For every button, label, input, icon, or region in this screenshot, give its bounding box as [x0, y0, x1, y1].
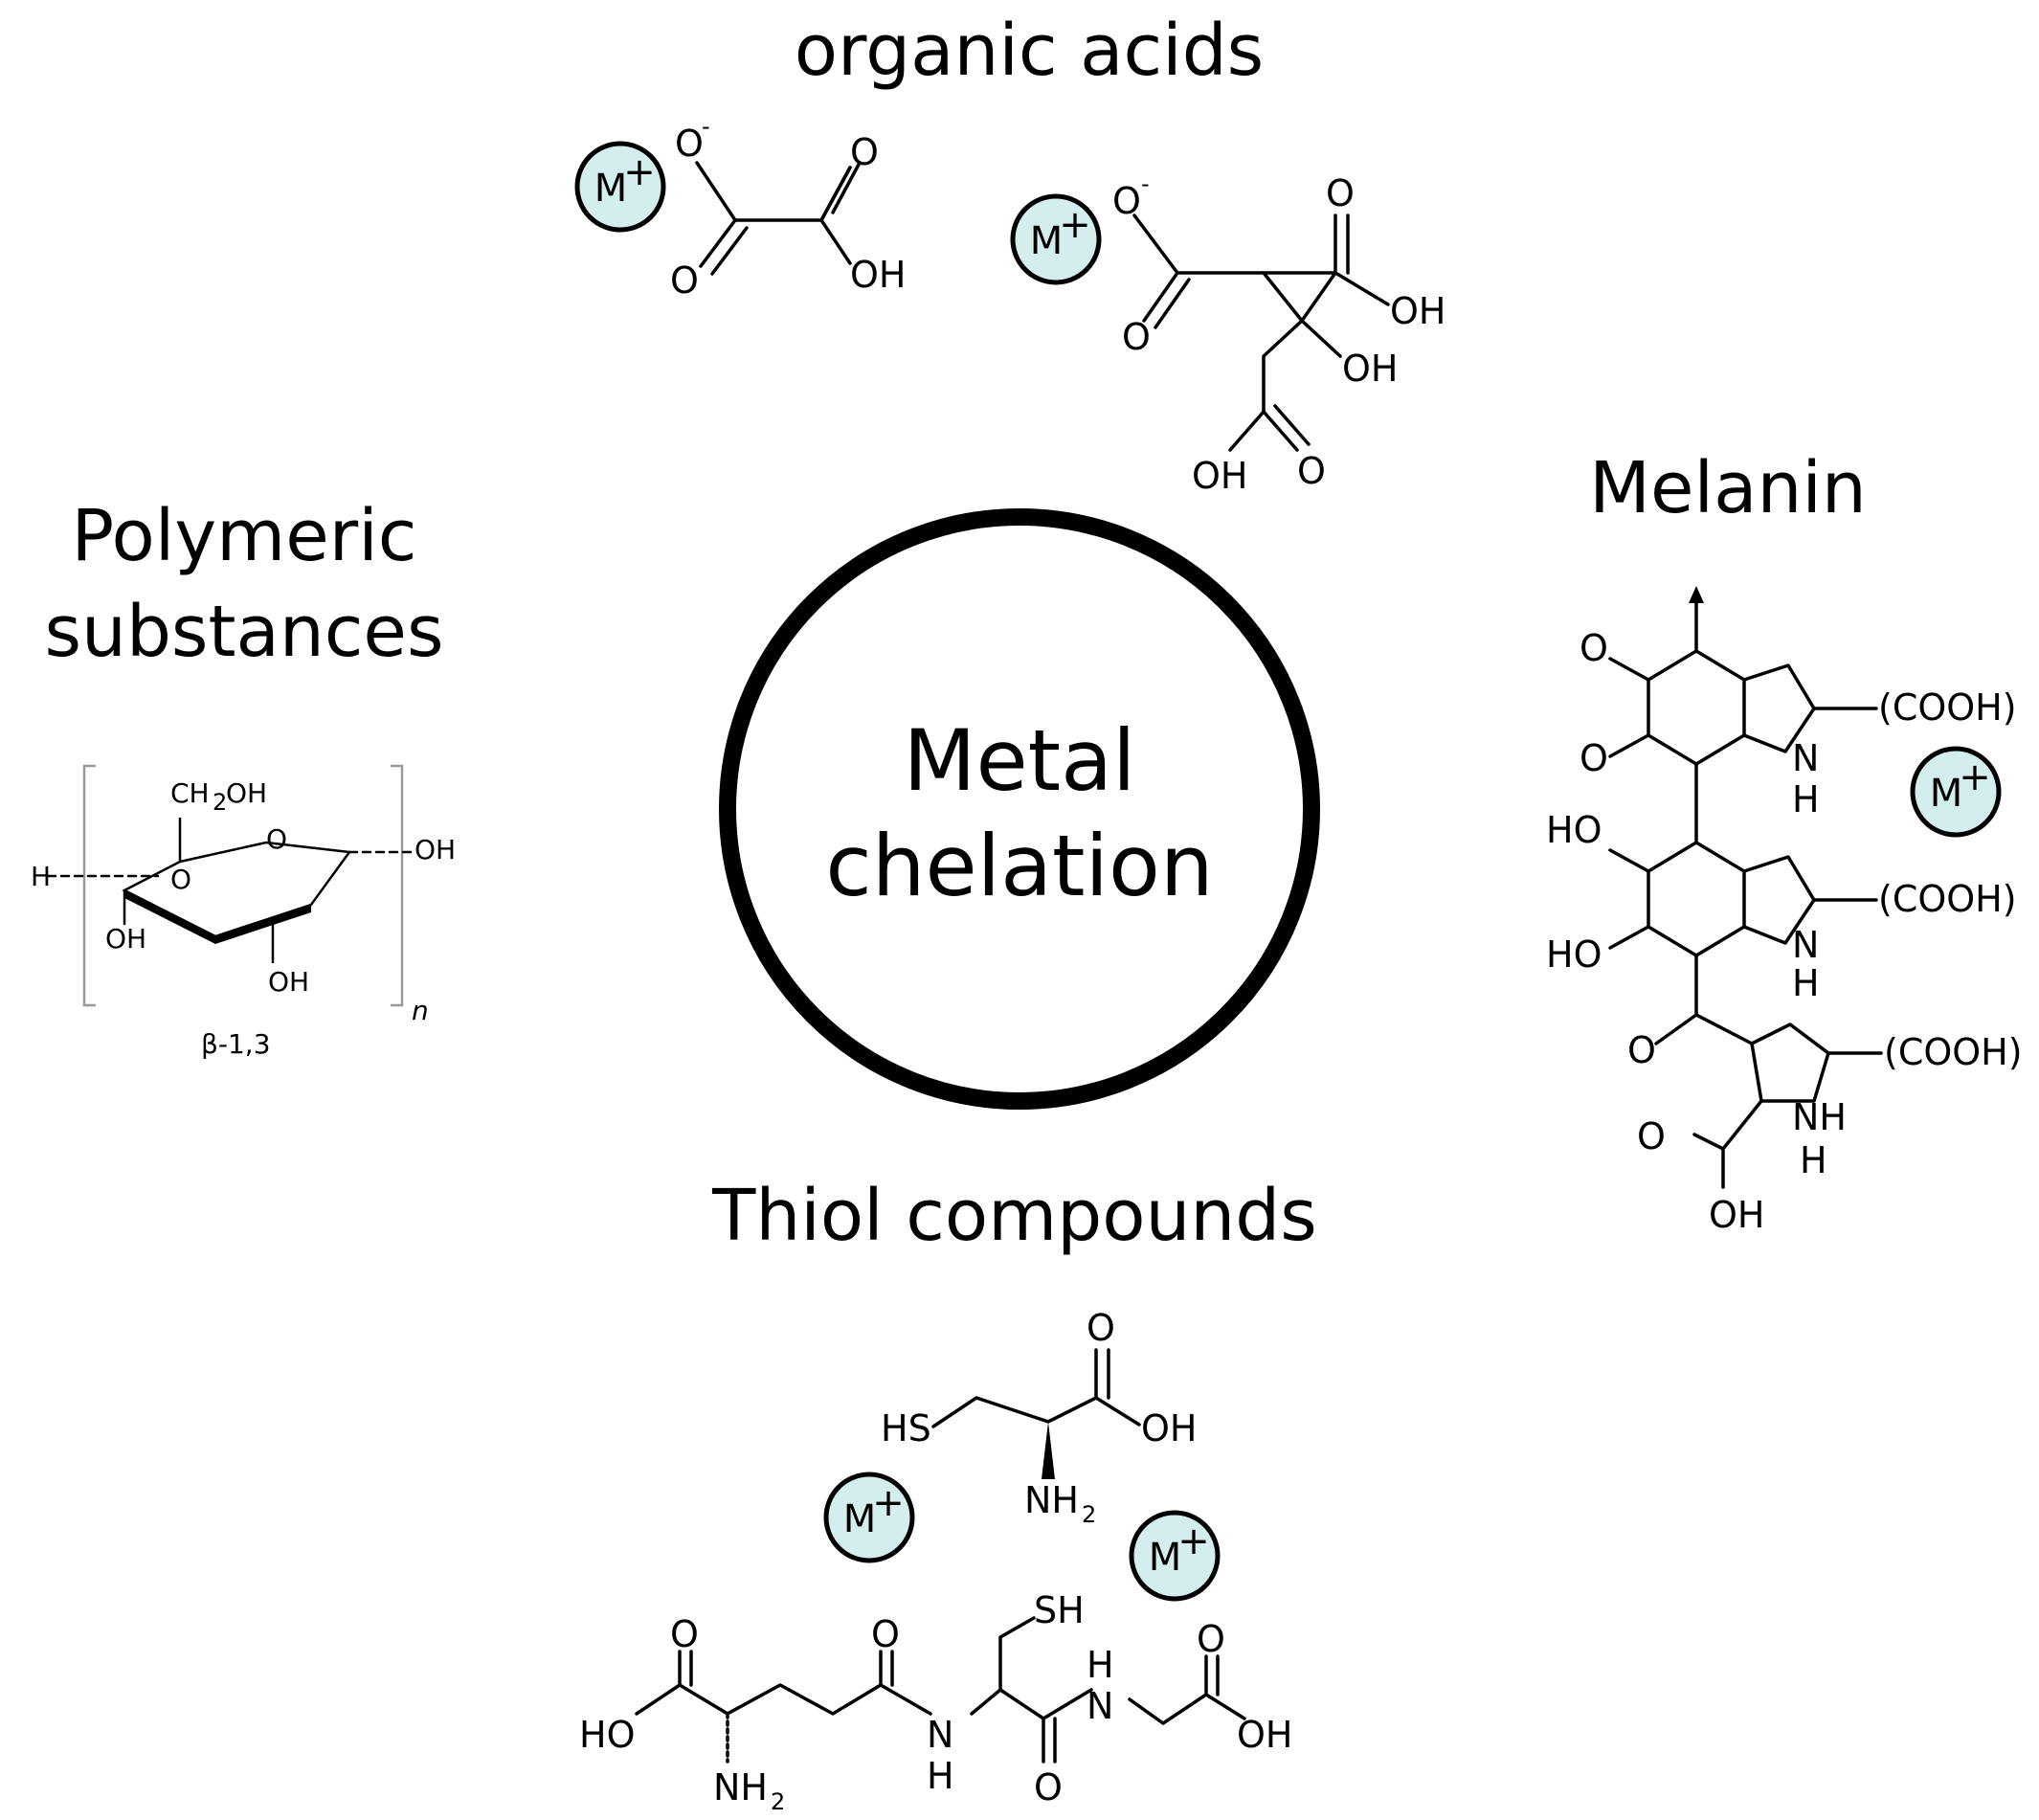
svg-text:HO: HO [1546, 809, 1602, 851]
svg-text:2: 2 [771, 1788, 785, 1815]
svg-text:OH: OH [1709, 1194, 1764, 1236]
svg-text:O: O [1087, 1307, 1115, 1349]
svg-text:β-1,3: β-1,3 [201, 1028, 271, 1060]
svg-text:OH: OH [850, 254, 906, 296]
heading-organic-acids: organic acids [795, 10, 1265, 92]
svg-text:O: O [670, 1613, 699, 1655]
svg-text:OH: OH [226, 777, 267, 809]
svg-text:M: M [843, 1497, 877, 1541]
svg-text:HS: HS [881, 1407, 931, 1449]
svg-text:O: O [1326, 172, 1355, 214]
metal-chelation-circle: Metal chelation [719, 508, 1320, 1110]
svg-text:(COOH): (COOH) [1878, 686, 2017, 729]
svg-text:H: H [1087, 1644, 1114, 1686]
svg-text:O: O [670, 259, 699, 302]
heading-thiol-compounds: Thiol compounds [711, 1175, 1317, 1257]
svg-text:NH: NH [1792, 1096, 1847, 1138]
svg-text:H: H [1792, 778, 1820, 820]
metal-ion-4: M + [823, 1472, 915, 1563]
svg-text:SH: SH [1034, 1589, 1085, 1631]
svg-text:NH: NH [1024, 1479, 1079, 1521]
svg-text:OH: OH [415, 834, 456, 865]
svg-text:N: N [1087, 1685, 1113, 1727]
metal-ion-2: M + [1010, 193, 1102, 285]
svg-text:O: O [1197, 1618, 1225, 1660]
svg-text:OH: OH [1342, 348, 1398, 390]
svg-text:(COOH): (COOH) [1884, 1031, 2023, 1073]
svg-text:O: O [871, 1613, 900, 1655]
svg-text:NH: NH [713, 1766, 768, 1809]
svg-text:-: - [702, 113, 710, 140]
svg-text:HO: HO [1546, 933, 1602, 976]
melanin-structure: O O (COOH) N H HO HO (COOH) N H O (COOH)… [1546, 586, 2023, 1236]
oxalate-structure: O - O O OH [670, 113, 906, 302]
svg-text:+: + [872, 1481, 905, 1525]
cysteine-structure: HS O OH NH 2 [881, 1307, 1197, 1528]
svg-text:N: N [1792, 737, 1819, 779]
svg-text:2: 2 [1082, 1501, 1096, 1528]
metal-ion-5: M + [1129, 1510, 1221, 1602]
svg-text:O: O [1034, 1766, 1063, 1809]
svg-text:O: O [1637, 1115, 1666, 1157]
heading-polymeric-line1: Polymeric [72, 495, 417, 577]
metal-ion-1: M + [574, 141, 666, 233]
svg-text:N: N [1792, 924, 1819, 966]
svg-text:HO: HO [579, 1714, 635, 1756]
center-line1: Metal [904, 711, 1136, 810]
svg-text:O: O [266, 823, 287, 855]
svg-text:CH: CH [170, 777, 210, 809]
svg-text:OH: OH [1237, 1714, 1292, 1756]
center-line2: chelation [825, 817, 1213, 915]
svg-text:O: O [1627, 1029, 1656, 1071]
svg-text:+: + [1059, 203, 1091, 247]
svg-text:O: O [1297, 450, 1326, 492]
svg-text:H: H [1800, 1139, 1827, 1181]
svg-text:H: H [927, 1755, 954, 1797]
svg-text:OH: OH [1390, 290, 1445, 332]
svg-text:+: + [1177, 1519, 1210, 1563]
heading-melanin: Melanin [1589, 447, 1867, 529]
svg-text:M: M [1030, 219, 1064, 263]
svg-text:H: H [1792, 962, 1820, 1004]
svg-text:n: n [412, 995, 429, 1026]
svg-text:O: O [1580, 627, 1608, 669]
svg-text:O: O [675, 123, 704, 165]
svg-text:O: O [1122, 316, 1151, 358]
svg-text:-: - [1141, 170, 1150, 197]
svg-text:M: M [1149, 1536, 1182, 1580]
svg-text:OH: OH [105, 923, 146, 955]
svg-text:OH: OH [1141, 1407, 1197, 1449]
heading-polymeric-line2: substances [44, 591, 443, 673]
svg-text:+: + [623, 150, 656, 194]
svg-text:O: O [1580, 737, 1608, 779]
svg-text:+: + [1959, 755, 1991, 799]
metal-ion-3: M + [1910, 746, 2002, 838]
svg-text:O: O [1112, 180, 1141, 222]
svg-text:OH: OH [1192, 455, 1247, 497]
glutathione-structure: O HO NH 2 O N H SH O H N O OH [579, 1589, 1292, 1815]
svg-text:(COOH): (COOH) [1878, 878, 2017, 920]
svg-text:M: M [1930, 772, 1963, 816]
citrate-structure: O - O O OH OH OH O [1112, 170, 1445, 497]
svg-text:N: N [927, 1714, 953, 1756]
svg-text:H: H [31, 861, 51, 892]
svg-text:O: O [170, 864, 191, 895]
beta-glucan-structure: CH 2 OH O O OH H OH OH n β-1,3 [31, 764, 456, 1060]
svg-text:2: 2 [213, 789, 227, 816]
svg-text:M: M [594, 167, 628, 211]
svg-text:OH: OH [268, 966, 309, 998]
svg-text:O: O [850, 131, 879, 173]
